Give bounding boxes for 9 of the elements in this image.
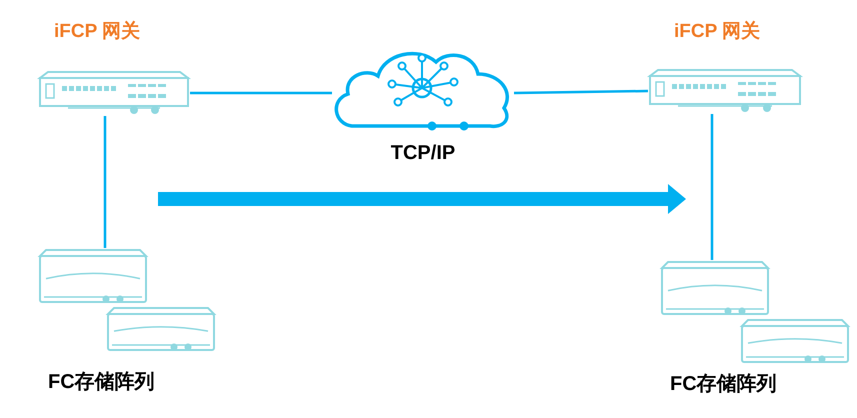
device-label: iFCP 网关: [674, 20, 760, 44]
device-label: FC存储阵列: [48, 370, 155, 395]
device-label: iFCP 网关: [54, 20, 140, 44]
connection-line: [104, 116, 106, 248]
device-label: FC存储阵列: [670, 372, 777, 397]
connection-line: [514, 90, 648, 94]
connection-line: [710, 114, 714, 260]
network-label: TCP/IP: [390, 142, 456, 165]
connection-line: [190, 92, 332, 94]
